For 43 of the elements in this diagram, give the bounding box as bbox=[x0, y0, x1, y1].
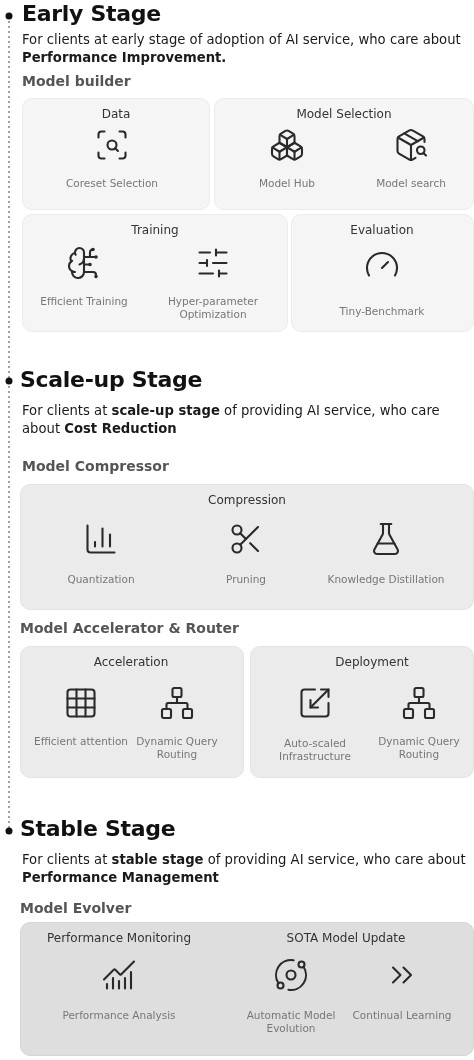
stage-description: For clients at early stage of adoption of AI service, who care about Performance Improvement. bbox=[22, 31, 462, 67]
panel-heading: Compression bbox=[208, 493, 286, 507]
panel-heading: Performance Monitoring bbox=[47, 931, 191, 945]
category-panel bbox=[22, 214, 288, 332]
panel-heading: SOTA Model Update bbox=[286, 931, 406, 945]
stage-title: Early Stage bbox=[22, 1, 161, 26]
panel-heading: Acceleration bbox=[93, 655, 169, 669]
feature-label: Quantization bbox=[67, 573, 135, 586]
feature-label: Coreset Selection bbox=[65, 177, 159, 190]
panel-heading: Model Selection bbox=[296, 107, 392, 121]
stage-title: Scale-up Stage bbox=[20, 367, 203, 392]
category-panel bbox=[20, 484, 474, 610]
feature-label: Auto-scaled Infrastructure bbox=[278, 737, 352, 763]
panel-heading: Deployment bbox=[335, 655, 409, 669]
feature-label: Efficient Training bbox=[40, 295, 128, 308]
panel-heading: Evaluation bbox=[350, 223, 414, 237]
panel-heading: Data bbox=[101, 107, 131, 121]
category-panel bbox=[20, 646, 244, 778]
feature-label: Knowledge Distillation bbox=[327, 573, 445, 586]
feature-label: Continual Learning bbox=[352, 1009, 452, 1022]
stage-title: Stable Stage bbox=[20, 816, 176, 841]
feature-label: Performance Analysis bbox=[62, 1009, 176, 1022]
feature-label: Tiny-Benchmark bbox=[339, 305, 425, 318]
section-heading: Model Evolver bbox=[20, 900, 132, 916]
category-panel bbox=[291, 214, 474, 332]
feature-label: Dynamic Query Routing bbox=[377, 735, 461, 761]
section-heading: Model Accelerator & Router bbox=[20, 620, 239, 636]
feature-label: Pruning bbox=[226, 573, 266, 586]
category-panel bbox=[214, 98, 474, 210]
feature-label: Efficient attention bbox=[34, 735, 128, 748]
feature-label: Hyper-parameter Optimization bbox=[166, 295, 260, 321]
category-panel bbox=[250, 646, 474, 778]
feature-label: Model Hub bbox=[258, 177, 316, 190]
feature-label: Model search bbox=[376, 177, 446, 190]
category-panel bbox=[22, 98, 210, 210]
panel-heading: Training bbox=[131, 223, 179, 237]
section-heading: Model builder bbox=[22, 73, 131, 89]
feature-label: Dynamic Query Routing bbox=[135, 735, 219, 761]
category-panel bbox=[20, 922, 474, 1056]
stage-description: For clients at stable stage of providing AI service, who care about Performance Management bbox=[22, 851, 467, 887]
stage-description: For clients at scale-up stage of providing AI service, who care about Cost Reduction bbox=[22, 402, 441, 438]
feature-label: Automatic Model Evolution bbox=[245, 1009, 337, 1035]
section-heading: Model Compressor bbox=[22, 458, 169, 474]
